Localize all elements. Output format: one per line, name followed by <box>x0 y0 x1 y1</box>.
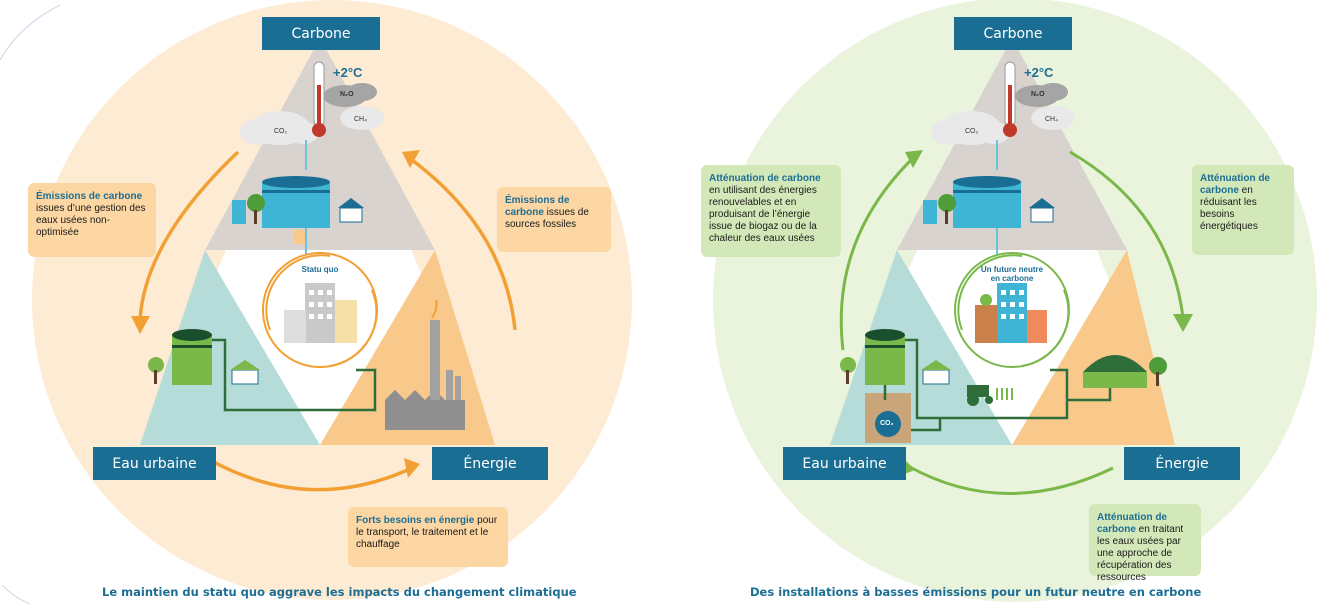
temperature-label-right: +2°C <box>1024 65 1054 80</box>
bubble-emissions-left-bold: Émissions de carbone <box>36 191 143 202</box>
bubble-mitigation-bottom: Atténuation de carbone en traitant les e… <box>1089 504 1201 583</box>
right-caption: Des installations à basses émissions pou… <box>750 585 1202 599</box>
co2-label-right: CO₂ <box>965 128 979 135</box>
energie-label-right: Énergie <box>1124 447 1240 480</box>
bubble-emissions-left-text: issues d’une gestion des eaux usées non-… <box>36 203 146 238</box>
bubble-emissions-right-bold: Émissions de carbone <box>505 195 570 218</box>
bubble-mitigation-right-bold: Atténuation de carbone <box>1200 173 1270 196</box>
bubble-energy-needs-bold: Forts besoins en énergie <box>356 515 475 526</box>
bubble-emissions-left: Émissions de carbone issues d’une gestio… <box>28 183 156 257</box>
carbone-label: Carbone <box>262 17 380 50</box>
bubble-energy-needs-text: pour le transport, le traitement et le c… <box>356 515 498 550</box>
carbone-label-right: Carbone <box>954 17 1072 50</box>
bubble-emissions-right: Émissions de carbone issues de sources f… <box>497 187 611 252</box>
bubble-mitigation-left-bold: Atténuation de carbone <box>709 173 821 184</box>
bubble-energy-needs: Forts besoins en énergie pour le transpo… <box>348 507 508 567</box>
bubble-mitigation-bottom-bold: Atténuation de carbone <box>1097 512 1167 535</box>
left-diagram-graphic <box>0 0 632 604</box>
center-label-right: Un future neutre en carbone <box>980 265 1044 283</box>
right-panel: Carbone Eau urbaine Énergie +2°C N₂O CO₂… <box>665 0 1331 604</box>
center-label: Statu quo <box>301 265 339 274</box>
bubble-emissions-right-text: issues de sources fossiles <box>505 207 589 230</box>
bubble-mitigation-bottom-text: en traitant les eaux usées par une appro… <box>1097 524 1184 583</box>
left-caption: Le maintien du statu quo aggrave les imp… <box>102 585 577 599</box>
eau-urbaine-label: Eau urbaine <box>93 447 216 480</box>
ch4-label-right: CH₄ <box>1045 116 1058 123</box>
temperature-label: +2°C <box>333 65 363 80</box>
co2-tank-label: CO₂ <box>880 420 894 427</box>
co2-label: CO₂ <box>274 128 288 135</box>
eau-urbaine-label-right: Eau urbaine <box>783 447 906 480</box>
bubble-mitigation-left-text: en utilisant des énergies renouvelables … <box>709 185 817 244</box>
right-diagram-graphic <box>713 0 1317 602</box>
bubble-mitigation-right-text: en réduisant les besoins énergétiques <box>1200 185 1258 232</box>
energie-label: Énergie <box>432 447 548 480</box>
left-panel: Carbone Eau urbaine Énergie +2°C N₂O CO₂… <box>0 0 665 604</box>
bubble-mitigation-right: Atténuation de carbone en réduisant les … <box>1192 165 1294 255</box>
n2o-label: N₂O <box>340 91 354 98</box>
bubble-mitigation-left: Atténuation de carbone en utilisant des … <box>701 165 841 257</box>
n2o-label-right: N₂O <box>1031 91 1045 98</box>
ch4-label: CH₄ <box>354 116 367 123</box>
